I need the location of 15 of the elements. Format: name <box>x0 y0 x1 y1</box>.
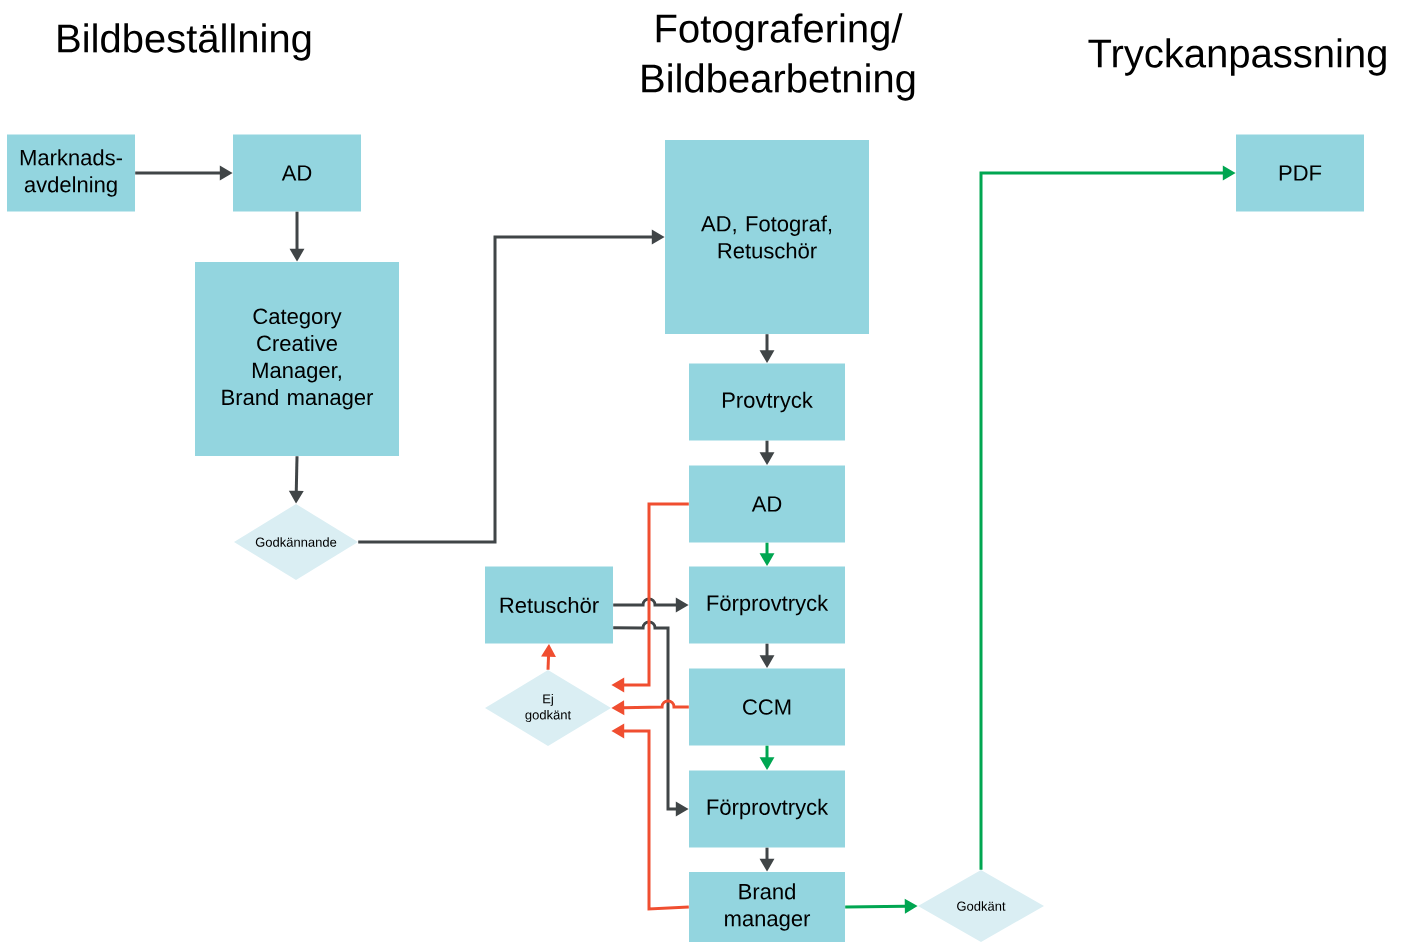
column-heading: Bildbeställning <box>58 23 311 61</box>
column-heading: Tryckanpassning <box>1088 38 1386 76</box>
process-box: Retuschör <box>485 566 613 644</box>
process-box: AD <box>689 465 845 543</box>
process-box: Brand manager <box>689 872 845 942</box>
process-box: Förprovtryck <box>689 770 845 848</box>
process-box: AD, Fotograf, Retuschör <box>665 140 869 334</box>
process-box: Förprovtryck <box>689 566 845 644</box>
column-heading: Fotografering/ Bildbearbetning <box>642 13 915 101</box>
process-box: Marknads- avdelning <box>7 134 135 212</box>
process-box: CCM <box>689 668 845 746</box>
process-box: AD <box>233 134 361 212</box>
process-box: PDF <box>1236 134 1364 212</box>
process-box: Category Creative Manager, Brand manager <box>195 262 399 456</box>
process-box: Provtryck <box>689 363 845 441</box>
